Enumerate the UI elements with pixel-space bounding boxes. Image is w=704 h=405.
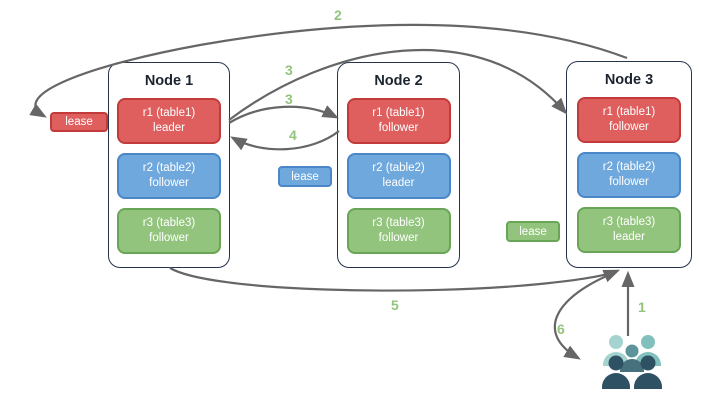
node-2-title: Node 2 — [374, 73, 423, 89]
replica-name: r2 (table2) — [602, 161, 656, 173]
replica-name: r3 (table3) — [602, 216, 656, 228]
arrow-step3-leader-to-node2 — [228, 105, 339, 124]
replica-role: follower — [609, 176, 649, 188]
arrow-step5-node1-to-node3 — [169, 267, 621, 292]
step-label-1: 1 — [638, 299, 646, 315]
lease-badge-r2: lease — [278, 166, 332, 187]
node-2-replica-r1: r1 (table1) follower — [346, 98, 451, 144]
node-3-replica-r1: r1 (table1) follower — [577, 97, 681, 143]
replica-role: follower — [378, 122, 419, 134]
arrow-step4-node2-to-leader — [230, 130, 340, 151]
replica-name: r1 (table1) — [602, 106, 656, 118]
replica-role: follower — [378, 232, 419, 244]
arrow-step6-node3-to-users — [553, 270, 617, 360]
node-1-replica-r3: r3 (table3) follower — [117, 208, 221, 254]
lease-badge-r1: lease — [50, 112, 108, 132]
replica-name: r1 (table1) — [142, 107, 196, 119]
replica-role: follower — [149, 177, 189, 189]
lease-badge-r3: lease — [506, 221, 560, 242]
replica-name: r1 (table1) — [372, 107, 425, 119]
node-1-title: Node 1 — [144, 73, 194, 89]
replica-role: leader — [613, 231, 645, 243]
step-label-6: 6 — [557, 321, 565, 337]
replica-role: follower — [149, 232, 189, 244]
node-3-replica-r2: r2 (table2) follower — [577, 152, 681, 198]
node-3-box: Node 3 r1 (table1) follower r2 (table2) … — [566, 61, 692, 268]
replica-name: r3 (table3) — [372, 217, 425, 229]
node-3-title: Node 3 — [604, 72, 654, 88]
node-1-replica-r1: r1 (table1) leader — [117, 98, 221, 144]
replica-role: leader — [382, 177, 415, 189]
users-icon — [602, 335, 662, 389]
node-3-replica-r3: r3 (table3) leader — [577, 207, 681, 253]
replica-role: follower — [609, 121, 649, 133]
step-label-3a: 3 — [285, 62, 293, 78]
replica-name: r2 (table2) — [142, 162, 196, 174]
node-2-box: Node 2 r1 (table1) follower r2 (table2) … — [337, 62, 460, 268]
replica-name: r3 (table3) — [142, 217, 196, 229]
step-label-4: 4 — [289, 127, 297, 143]
node-2-replica-r3: r3 (table3) follower — [346, 208, 451, 254]
step-label-2: 2 — [334, 7, 342, 23]
step-label-5: 5 — [391, 297, 399, 313]
node-2-replica-r2: r2 (table2) leader — [346, 153, 451, 199]
replica-role: leader — [153, 122, 185, 134]
replica-name: r2 (table2) — [372, 162, 425, 174]
step-label-3b: 3 — [285, 91, 293, 107]
node-1-replica-r2: r2 (table2) follower — [117, 153, 221, 199]
node-1-box: Node 1 r1 (table1) leader r2 (table2) fo… — [108, 62, 230, 268]
